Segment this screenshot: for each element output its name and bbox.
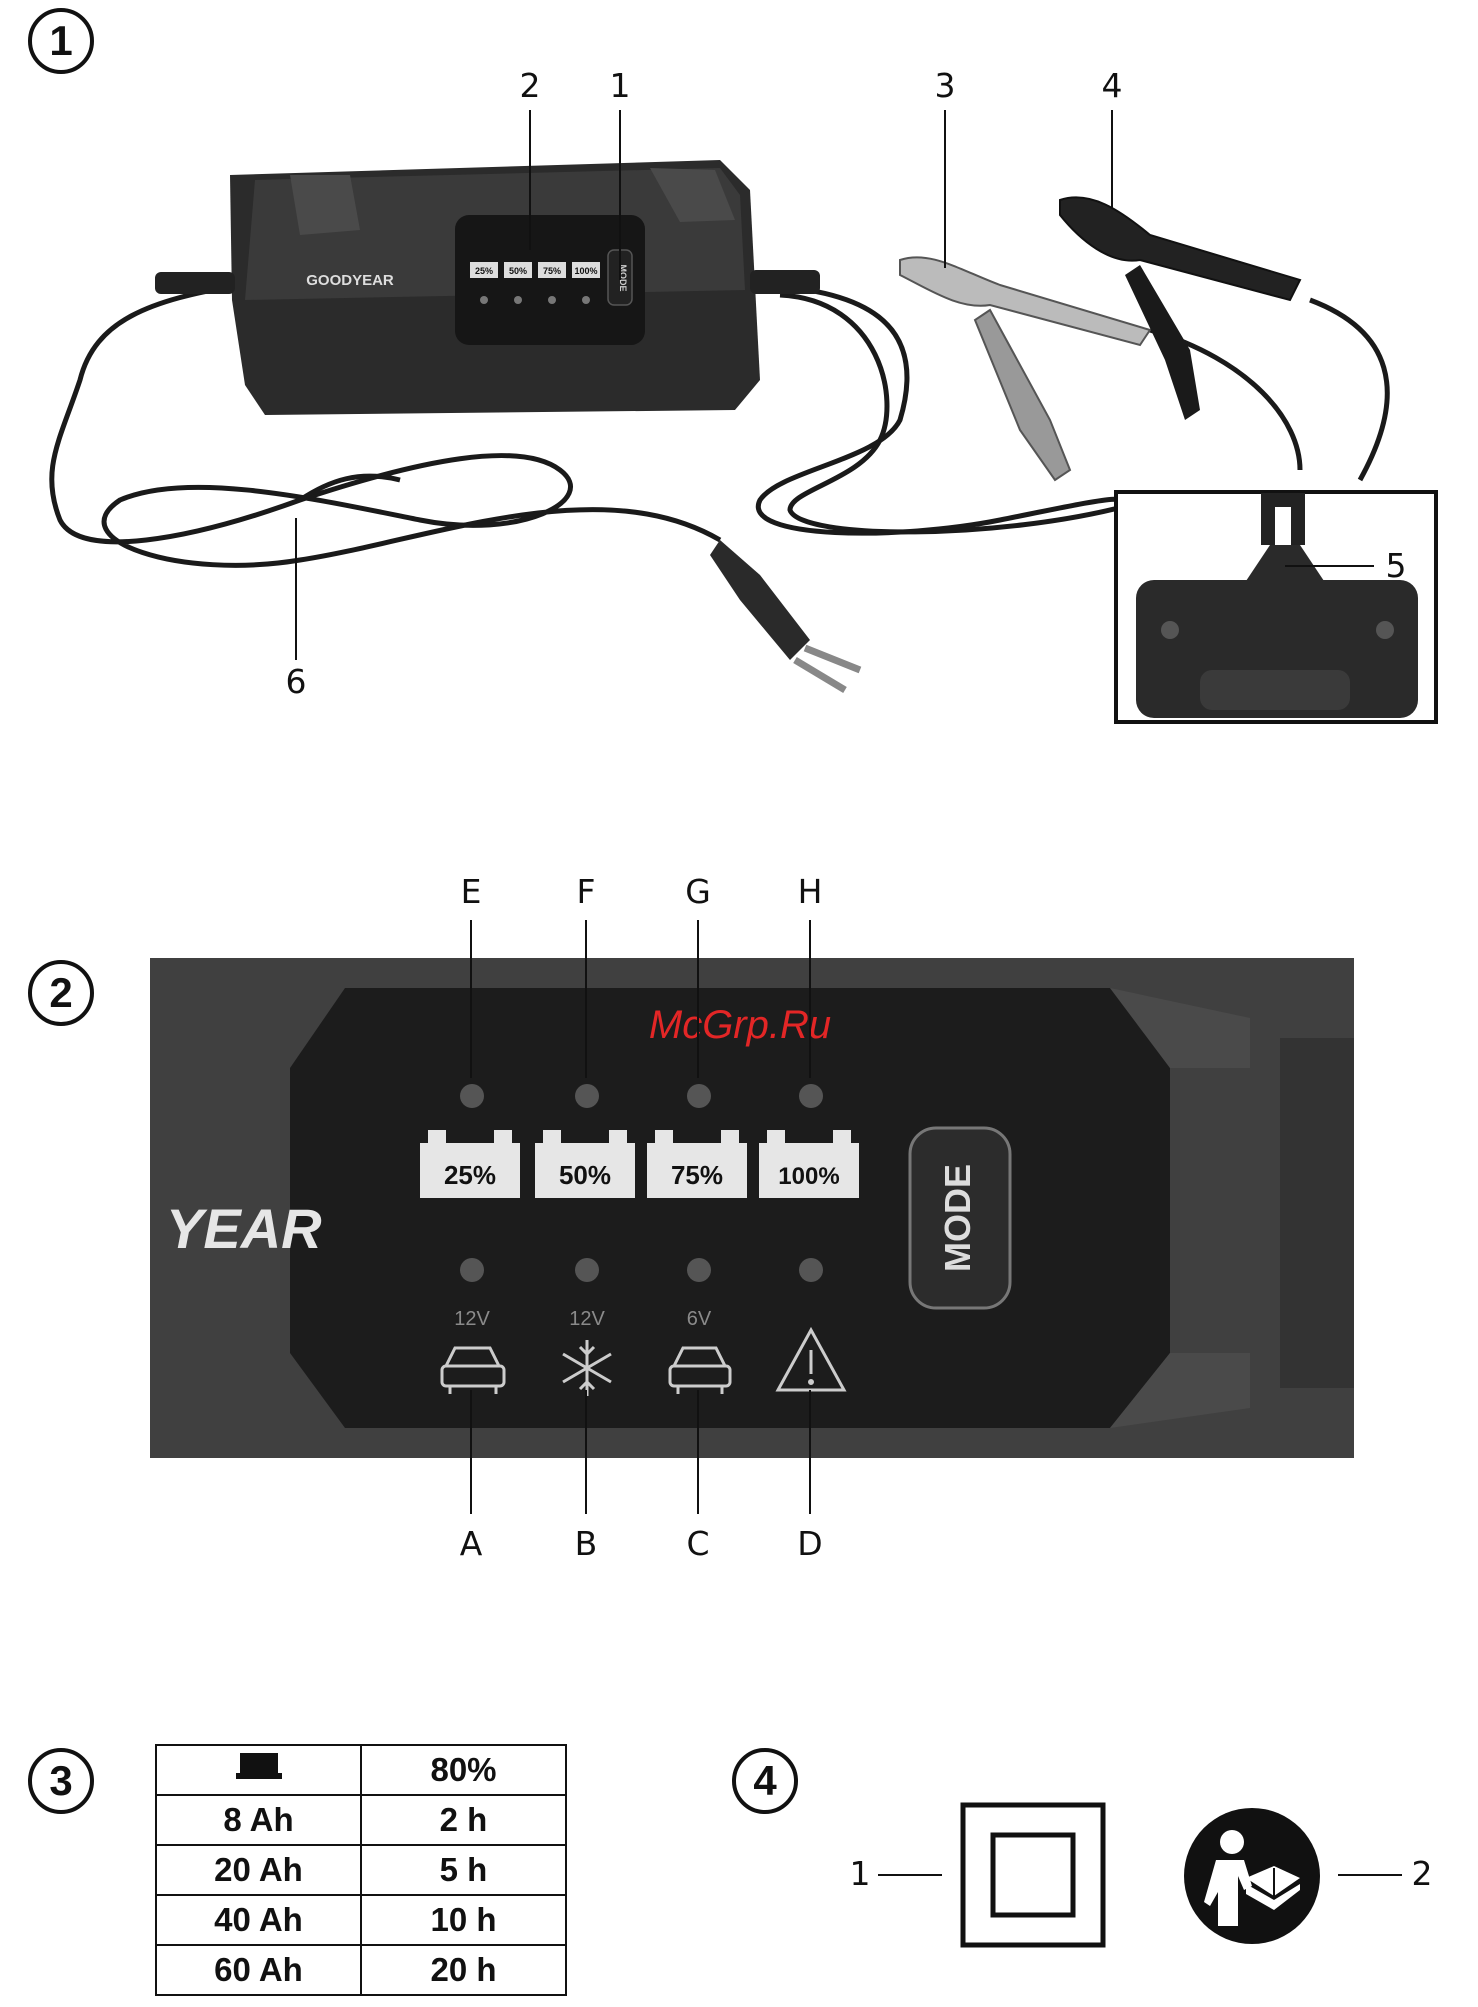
inset-detail	[1116, 492, 1436, 722]
double-insulation-icon	[960, 1802, 1108, 1950]
control-panel-photo: YEAR McGrp.Ru 25% 50% 75% 100% MODE 12V …	[150, 958, 1354, 1458]
read-manual-icon	[1182, 1806, 1322, 1946]
mode-button[interactable]: MODE	[910, 1128, 1010, 1308]
time-cell: 20 h	[361, 1945, 566, 1995]
callout-f: F	[566, 872, 606, 911]
callout-fig1-5: 5	[1376, 546, 1416, 585]
mini-label-100: 100%	[574, 266, 597, 276]
time-cell: 2 h	[361, 1795, 566, 1845]
callout-b: B	[566, 1524, 606, 1563]
figure-3-number: 3	[28, 1748, 94, 1814]
mini-label-75: 75%	[543, 266, 561, 276]
figure-4-number: 4	[732, 1748, 798, 1814]
callout-fig4-2: 2	[1402, 1854, 1442, 1893]
callout-fig1-6: 6	[276, 662, 316, 701]
callout-fig1-4: 4	[1092, 66, 1132, 105]
callout-c: C	[678, 1524, 718, 1563]
brand-fragment: YEAR	[166, 1197, 322, 1260]
label-75-percent: 75%	[671, 1160, 723, 1190]
label-50-percent: 50%	[559, 1160, 611, 1190]
time-cell: 5 h	[361, 1845, 566, 1895]
red-clamp	[900, 257, 1150, 480]
voltage-label-b: 12V	[569, 1308, 605, 1330]
capacity-cell: 8 Ah	[156, 1795, 361, 1845]
capacity-cell: 20 Ah	[156, 1845, 361, 1895]
voltage-label-a: 12V	[454, 1308, 490, 1330]
callout-fig1-2: 2	[510, 66, 550, 105]
table-row: 60 Ah 20 h	[156, 1945, 566, 1995]
header-percent-cell: 80%	[361, 1745, 566, 1795]
table-row: 8 Ah 2 h	[156, 1795, 566, 1845]
table-row: 20 Ah 5 h	[156, 1845, 566, 1895]
capacity-cell: 60 Ah	[156, 1945, 361, 1995]
header-battery-cell	[156, 1745, 361, 1795]
capacity-cell: 40 Ah	[156, 1895, 361, 1945]
black-clamp	[1060, 197, 1300, 420]
label-25-percent: 25%	[444, 1160, 496, 1190]
watermark: McGrp.Ru	[649, 1003, 831, 1047]
charger-brand: GOODYEAR	[306, 272, 394, 289]
callout-fig4-1: 1	[840, 1854, 880, 1893]
callout-d: D	[790, 1524, 830, 1563]
mini-label-50: 50%	[509, 266, 527, 276]
table-header-row: 80%	[156, 1745, 566, 1795]
time-cell: 10 h	[361, 1895, 566, 1945]
figure-2-number: 2	[28, 960, 94, 1026]
mini-label-25: 25%	[475, 266, 493, 276]
mode-label: MODE	[937, 1164, 978, 1272]
callout-g: G	[678, 872, 718, 911]
table-row: 40 Ah 10 h	[156, 1895, 566, 1945]
charge-time-table: 80% 8 Ah 2 h 20 Ah 5 h 40 Ah 10 h 60 Ah …	[155, 1744, 567, 1996]
callout-e: E	[451, 872, 491, 911]
callout-fig1-3: 3	[925, 66, 965, 105]
label-100-percent: 100%	[778, 1163, 839, 1190]
callout-a: A	[451, 1524, 491, 1563]
callout-h: H	[790, 872, 830, 911]
mains-plug	[710, 540, 860, 690]
callout-fig1-1: 1	[600, 66, 640, 105]
voltage-label-c: 6V	[687, 1308, 712, 1330]
charger-photo: GOODYEAR 25% 50% 75% 100% MODE	[0, 0, 1478, 740]
charger-body: GOODYEAR 25% 50% 75% 100% MODE	[155, 160, 820, 415]
battery-icon	[236, 1751, 282, 1781]
